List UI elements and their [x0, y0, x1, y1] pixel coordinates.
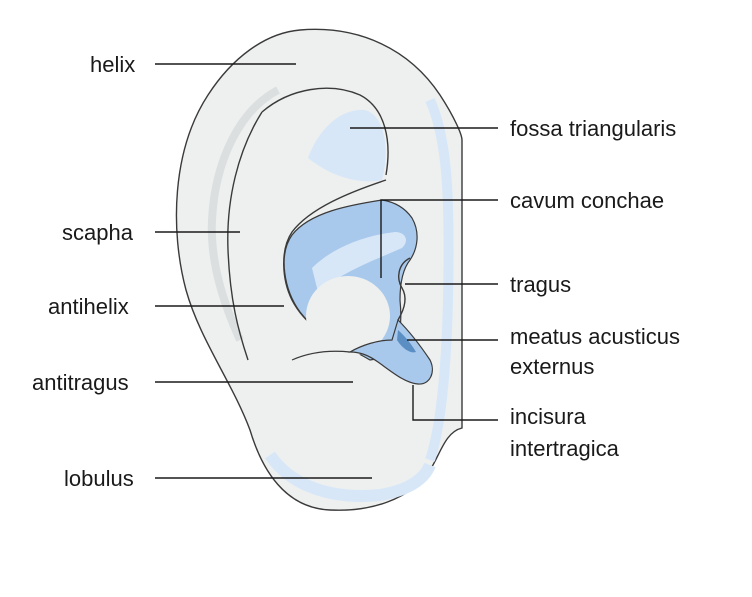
- label-incisura-line1: incisura: [510, 404, 587, 429]
- label-tragus: tragus: [510, 272, 571, 297]
- label-cavum-conchae: cavum conchae: [510, 188, 664, 213]
- label-lobulus: lobulus: [64, 466, 134, 491]
- label-scapha: scapha: [62, 220, 134, 245]
- label-fossa-triangularis: fossa triangularis: [510, 116, 676, 141]
- label-antitragus: antitragus: [32, 370, 129, 395]
- label-incisura-line2: intertragica: [510, 436, 620, 461]
- label-meatus-line2: externus: [510, 354, 594, 379]
- label-meatus-line1: meatus acusticus: [510, 324, 680, 349]
- label-antihelix: antihelix: [48, 294, 129, 319]
- label-helix: helix: [90, 52, 135, 77]
